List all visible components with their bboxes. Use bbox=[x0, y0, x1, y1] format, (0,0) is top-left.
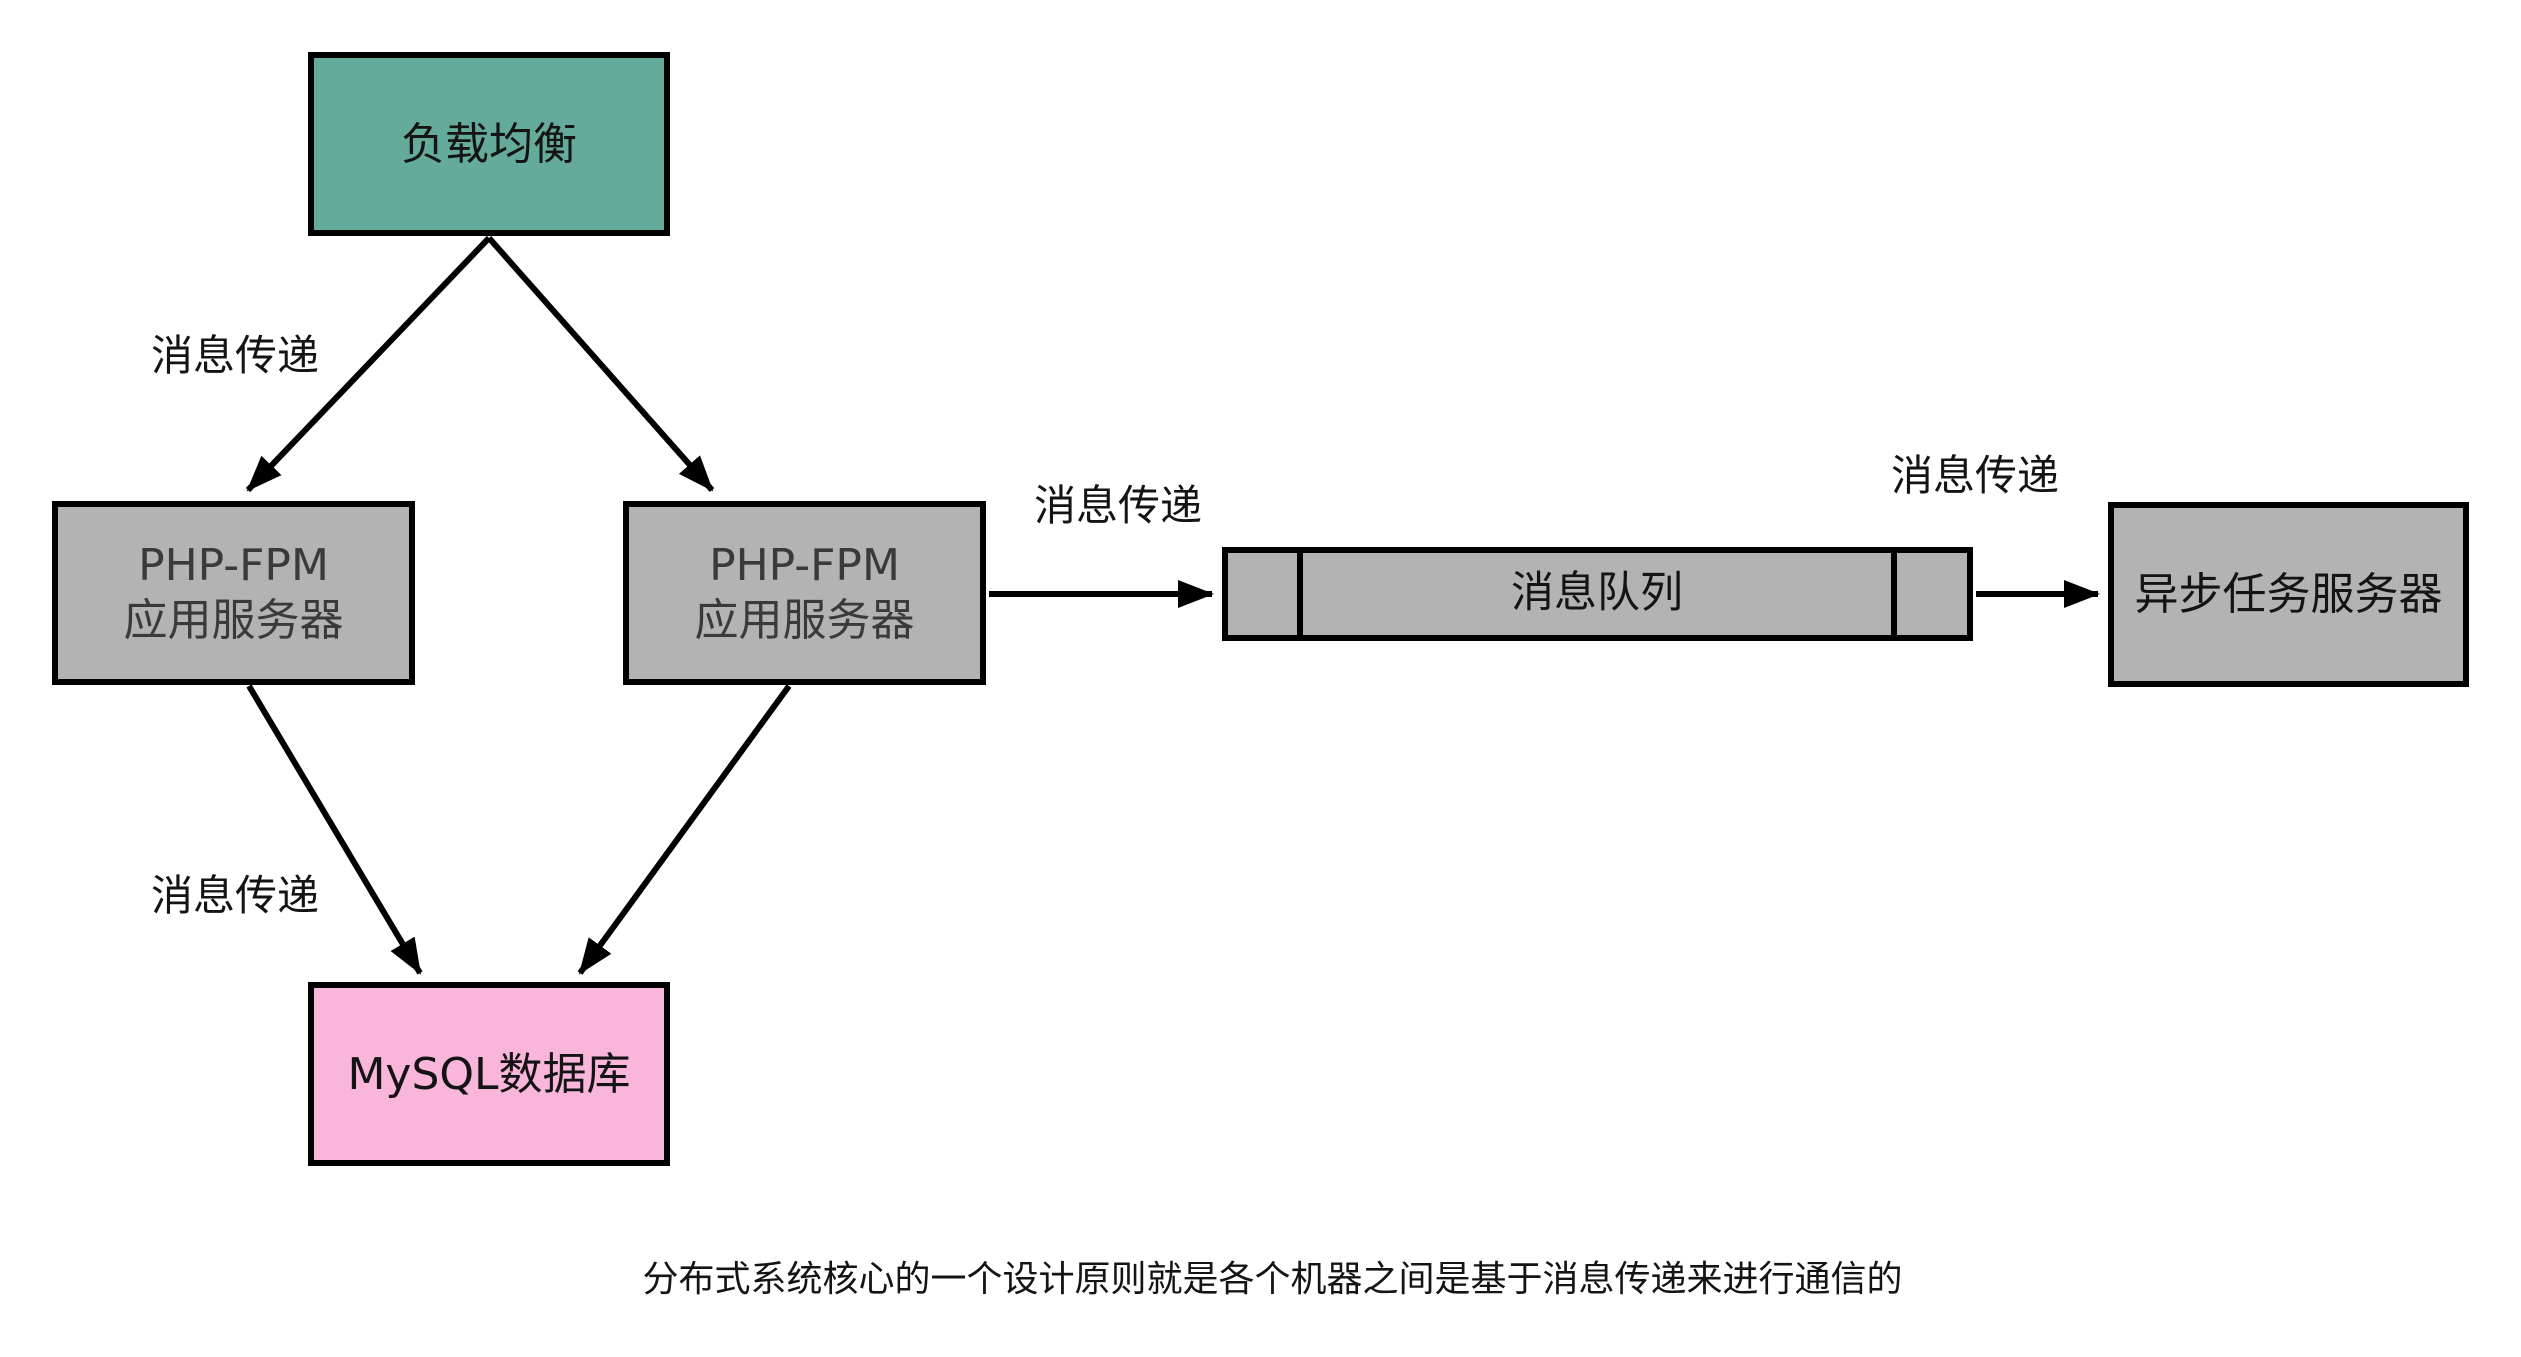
node-mysql-database-label: MySQL数据库 bbox=[347, 1048, 631, 1100]
edge-phpfpm2-to-mysql bbox=[577, 684, 792, 975]
node-async-task-server-label: 异步任务服务器 bbox=[2134, 569, 2443, 620]
edge-lb-to-phpfpm1 bbox=[245, 235, 492, 493]
edge-lb-to-phpfpm2 bbox=[486, 236, 715, 492]
node-php-fpm-server-1: PHP-FPM 应用服务器 bbox=[52, 501, 415, 685]
node-load-balancer-label: 负载均衡 bbox=[401, 118, 577, 170]
diagram-caption: 分布式系统核心的一个设计原则就是各个机器之间是基于消息传递来进行通信的 bbox=[642, 1259, 1903, 1300]
edge-label-phpfpm1-to-mysql: 消息传递 bbox=[150, 871, 319, 920]
message-queue-head-cell bbox=[1228, 553, 1303, 635]
node-message-queue: 消息队列 bbox=[1222, 547, 1973, 641]
node-php-fpm-server-2: PHP-FPM 应用服务器 bbox=[623, 501, 986, 685]
node-mysql-database: MySQL数据库 bbox=[308, 982, 670, 1166]
edge-label-lb-to-phpfpm1: 消息传递 bbox=[150, 331, 319, 380]
message-queue-body: 消息队列 bbox=[1303, 553, 1891, 635]
node-php-fpm-server-1-label: PHP-FPM 应用服务器 bbox=[123, 540, 344, 646]
message-queue-tail-cell bbox=[1891, 553, 1967, 635]
node-php-fpm-server-2-label: PHP-FPM 应用服务器 bbox=[694, 540, 915, 646]
edge-phpfpm1-to-mysql bbox=[246, 684, 423, 975]
node-async-task-server: 异步任务服务器 bbox=[2108, 502, 2469, 687]
edge-label-phpfpm2-to-queue: 消息传递 bbox=[1033, 481, 1202, 530]
node-message-queue-label: 消息队列 bbox=[1511, 568, 1683, 619]
node-load-balancer: 负载均衡 bbox=[308, 52, 670, 236]
edge-label-queue-to-async: 消息传递 bbox=[1890, 451, 2059, 500]
